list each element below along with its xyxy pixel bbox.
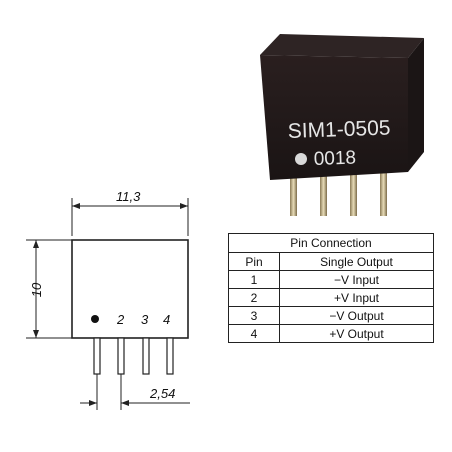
pin1-marker: [91, 315, 99, 323]
table-row: 3 −V Output: [228, 306, 434, 325]
pin-label: 4: [163, 312, 170, 327]
drawing-pin: [166, 337, 174, 375]
height-dimension: 10: [29, 282, 44, 297]
column-header-pin: Pin: [228, 252, 280, 271]
pin-number: 3: [228, 306, 280, 325]
pin-function: −V Output: [279, 306, 434, 325]
package-outline: [71, 239, 189, 339]
width-dimension: 11,3: [116, 189, 141, 204]
case-front: [260, 55, 408, 180]
table-row: 1 −V Input: [228, 270, 434, 289]
pin-function: +V Output: [279, 324, 434, 343]
photo-pin: [320, 170, 327, 216]
case-side: [408, 38, 424, 172]
pin-number: 1: [228, 270, 280, 289]
pin-connection-table: Pin Connection Pin Single Output 1 −V In…: [228, 233, 434, 343]
table-row: 4 +V Output: [228, 324, 434, 343]
column-header-output: Single Output: [279, 252, 434, 271]
pin-number: 4: [228, 324, 280, 343]
pin-label: 2: [116, 312, 125, 327]
table-row: 2 +V Input: [228, 288, 434, 307]
pin-function: +V Input: [279, 288, 434, 307]
drawing-pin: [117, 337, 125, 375]
component-photo: SIM1-0505 0018: [260, 34, 424, 216]
drawing-pin: [93, 337, 101, 375]
pin-label: 3: [141, 312, 149, 327]
part-number: SIM1-0505: [287, 116, 390, 143]
photo-pin: [380, 170, 387, 216]
pin1-dot: [295, 153, 307, 165]
pin-function: −V Input: [279, 270, 434, 289]
pitch-dimension: 2,54: [149, 386, 175, 401]
photo-pin: [290, 170, 297, 216]
photo-pin: [350, 170, 357, 216]
pin-number: 2: [228, 288, 280, 307]
table-title: Pin Connection: [228, 233, 434, 253]
date-code: 0018: [313, 148, 356, 170]
drawing-pin: [142, 337, 150, 375]
dimension-drawing: 11,3 10 2 3 4 2,54: [26, 189, 190, 410]
case-top: [260, 34, 424, 58]
